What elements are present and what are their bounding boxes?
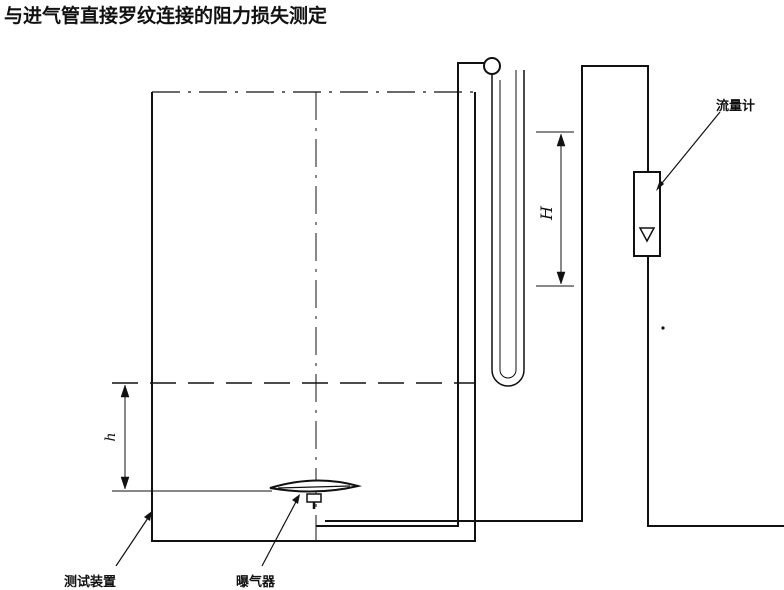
stray-dot — [661, 326, 665, 330]
flowmeter-float-icon — [638, 227, 656, 243]
aerator-label: 曝气器 — [236, 574, 276, 590]
aerator-stem — [306, 493, 322, 503]
manometer-u-tube-outer — [491, 70, 525, 387]
h-label: h — [103, 432, 119, 441]
flowmeter-leader-arrow — [656, 180, 664, 191]
test-tank-wall — [151, 92, 476, 542]
H-arrow-bottom — [556, 271, 566, 285]
h-arrow-top — [120, 384, 130, 398]
test-device-leader-arrow — [144, 511, 152, 521]
aerator-disc — [269, 479, 362, 493]
flowmeter-label: 流量计 — [716, 98, 755, 114]
flowmeter-outlet-pipe — [647, 256, 784, 527]
aerator-leader-arrow — [292, 494, 300, 504]
manometer-valve — [483, 57, 501, 75]
flowmeter-body — [633, 171, 661, 257]
air-pipe-return — [325, 65, 649, 522]
aerator-leader — [261, 497, 299, 567]
air-pipe-inner — [316, 62, 484, 527]
test-device-leader — [115, 514, 151, 567]
test-device-label: 测试装置 — [64, 574, 116, 590]
H-label: H — [537, 205, 556, 221]
diagram-title: 与进气管直接罗纹连接的阻力损失测定 — [4, 4, 327, 27]
manometer-u-tube-inner — [499, 70, 517, 379]
aerator-disc-mid — [277, 485, 351, 489]
flowmeter-leader — [657, 111, 721, 189]
h-arrow-bottom — [120, 476, 130, 490]
H-arrow-top — [556, 133, 566, 147]
